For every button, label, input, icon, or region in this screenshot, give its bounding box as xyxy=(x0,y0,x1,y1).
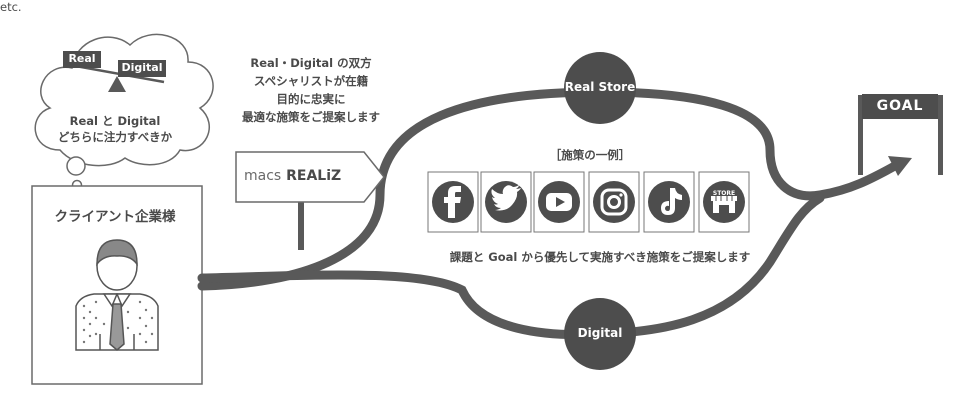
balance-scale-icon xyxy=(63,51,166,92)
cloud-question: Real と Digital どちらに注力すべきか xyxy=(45,113,185,145)
goal-label: GOAL xyxy=(876,98,924,114)
realiz-logo: macs REALiZ xyxy=(244,168,364,184)
priority-text: 課題と Goal から優先して実施すべき施策をご提案します xyxy=(449,250,751,264)
twitter-icon xyxy=(491,185,521,211)
icons-row xyxy=(427,171,750,233)
instagram-icon xyxy=(600,188,628,216)
specialist-line3: 目的に忠実に xyxy=(276,92,346,106)
goal-gate xyxy=(858,94,943,175)
specialist-line1: Real・Digital の双方 xyxy=(250,56,372,70)
logo-main: REALiZ xyxy=(286,168,342,184)
scale-label-digital: Digital xyxy=(121,61,163,74)
logo-prefix: macs xyxy=(244,168,282,184)
specialist-line4: 最適な施策をご提案します xyxy=(242,110,380,124)
thought-cloud xyxy=(34,33,214,191)
digital-node xyxy=(564,298,636,370)
store-icon-label: STORE xyxy=(712,190,736,197)
store-icon xyxy=(711,196,737,213)
facebook-icon xyxy=(444,186,461,218)
scale-label-real: Real xyxy=(68,52,96,65)
client-title: クライアント企業様 xyxy=(54,209,176,225)
signpost xyxy=(235,151,385,250)
client-person-icon xyxy=(75,239,159,351)
digital-label: Digital xyxy=(577,326,623,340)
cloud-question-line2: どちらに注力すべきか xyxy=(57,130,173,144)
etc-label: etc. xyxy=(0,0,22,14)
specialist-text: Real・Digital の双方 スペシャリストが在籍 目的に忠実に 最適な施策… xyxy=(218,54,404,126)
goal-arrow-head xyxy=(888,156,912,176)
real-store-node xyxy=(564,52,636,124)
examples-title: ［施策の一例］ xyxy=(549,148,631,162)
specialist-line2: スペシャリストが在籍 xyxy=(253,74,369,88)
tiktok-icon xyxy=(661,188,682,215)
cloud-question-line1: Real と Digital xyxy=(69,114,161,128)
real-store-label: Real Store xyxy=(564,80,636,94)
